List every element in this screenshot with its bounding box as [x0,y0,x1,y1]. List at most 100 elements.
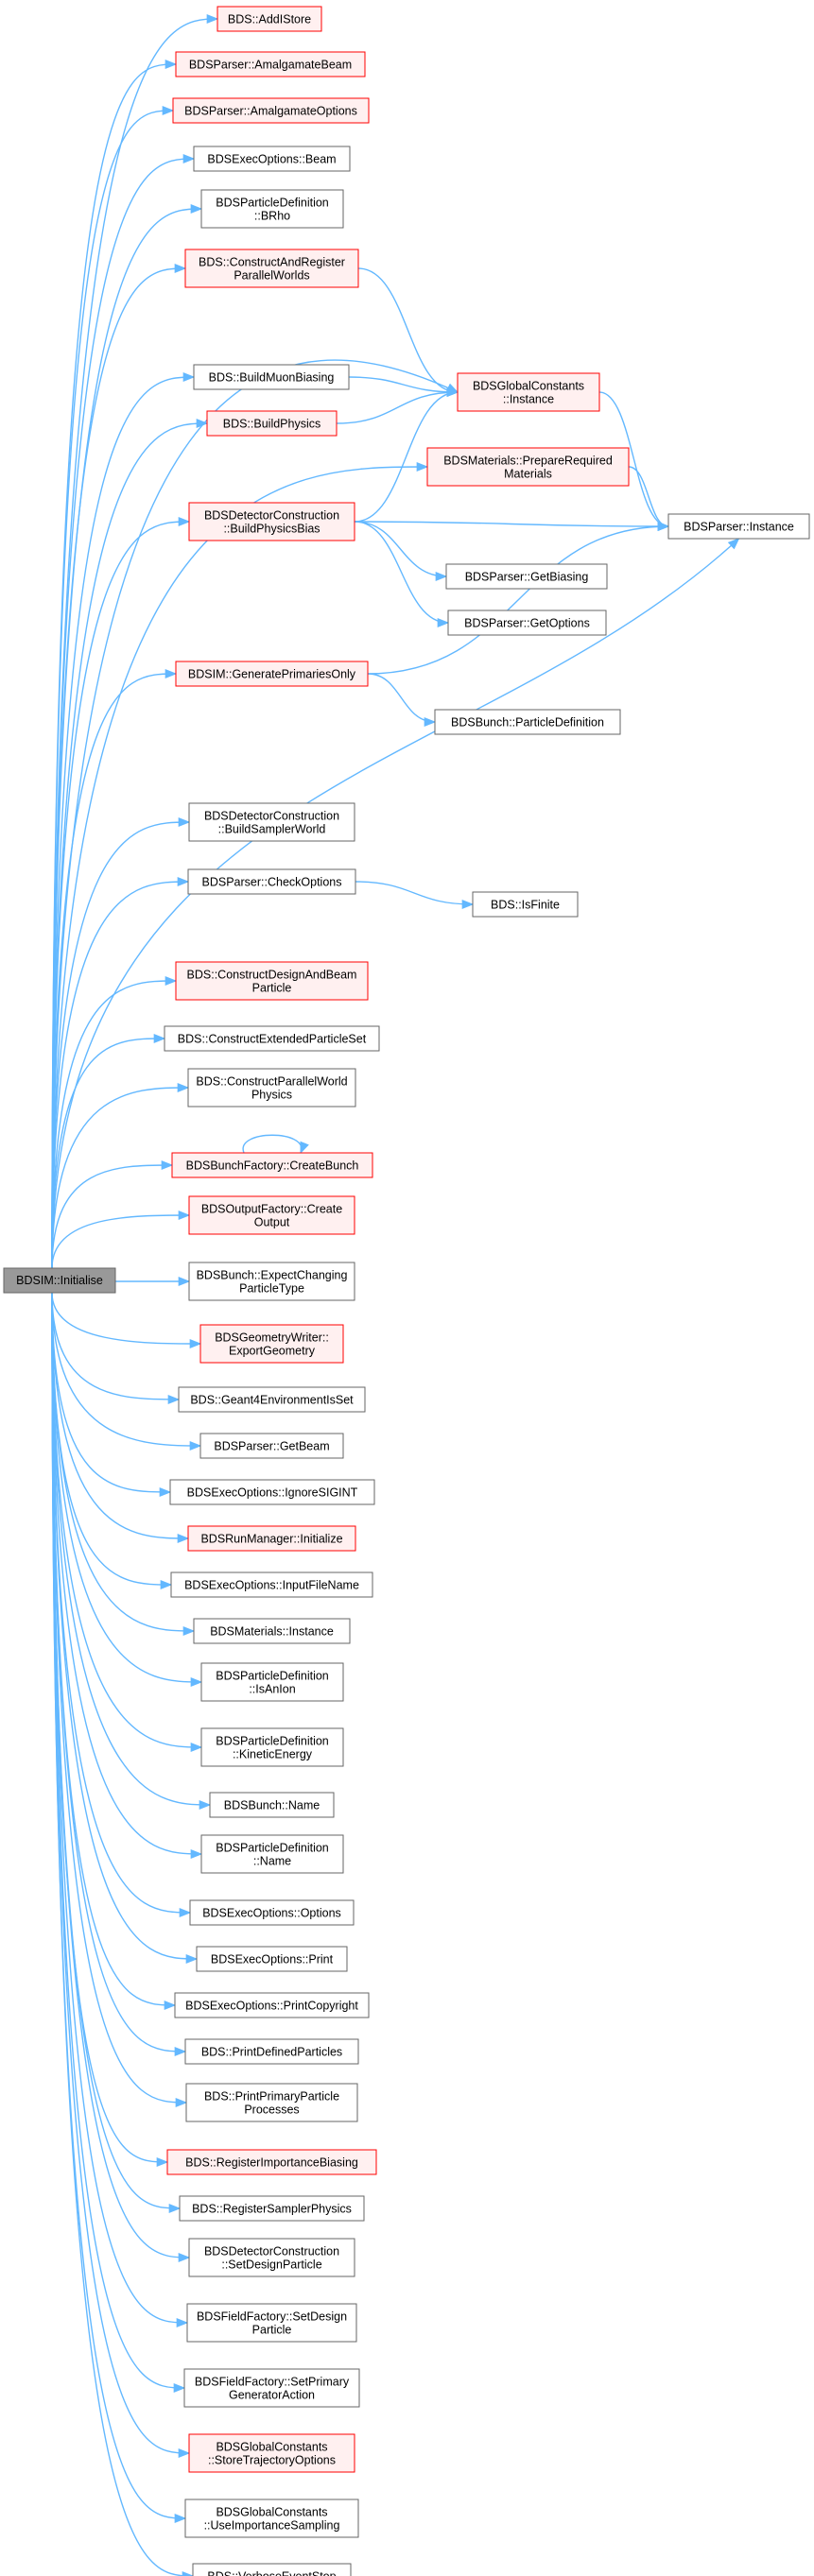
node-n30[interactable]: BDSExecOptions::Options [189,1899,355,1926]
node-n2[interactable]: BDSParser::AmalgamateBeam [175,51,366,77]
node-n5[interactable]: BDSParticleDefinition::BRho [200,189,344,229]
node-n41-label: BDSGlobalConstants [216,2506,327,2519]
node-n36-box [179,2195,365,2222]
node-n4[interactable]: BDSExecOptions::Beam [193,146,351,172]
node-g1[interactable]: BDSGlobalConstants::Instance [457,372,600,412]
edge-g1-g3 [598,391,670,531]
node-n33-label: BDS::PrintDefinedParticles [201,2046,342,2059]
node-n14[interactable]: BDS::ConstructExtendedParticleSet [164,1025,380,1052]
node-n39[interactable]: BDSFieldFactory::SetPrimaryGeneratorActi… [183,2368,360,2408]
node-n28[interactable]: BDSBunch::Name [209,1792,335,1818]
node-n10[interactable]: BDSIM::GeneratePrimariesOnly [175,661,369,687]
node-n14-box [164,1025,380,1052]
node-n35-label: BDS::RegisterImportanceBiasing [185,2156,358,2170]
node-n27[interactable]: BDSParticleDefinition::KineticEnergy [200,1727,344,1767]
node-g7[interactable]: BDS::IsFinite [472,891,579,918]
node-n13-label: BDS::ConstructDesignAndBeam [187,969,357,982]
node-n11[interactable]: BDSDetectorConstruction::BuildSamplerWor… [188,802,355,842]
node-n19[interactable]: BDSGeometryWriter::ExportGeometry [199,1324,344,1364]
edge-n10-g6 [367,673,437,728]
node-n13-label: Particle [252,982,292,995]
node-n38[interactable]: BDSFieldFactory::SetDesignParticle [186,2303,357,2343]
node-n24[interactable]: BDSExecOptions::InputFileName [170,1571,373,1598]
node-g3[interactable]: BDSParser::Instance [667,513,810,540]
edge-root-g3 [51,538,740,1269]
edges-layer [51,13,740,2576]
node-n22-box [169,1479,375,1505]
node-n31[interactable]: BDSExecOptions::Print [196,1946,348,1972]
node-g4[interactable]: BDSParser::GetBiasing [445,563,608,590]
node-n28-box [209,1792,335,1818]
node-n40[interactable]: BDSGlobalConstants::StoreTrajectoryOptio… [188,2433,355,2473]
node-g6[interactable]: BDSBunch::ParticleDefinition [434,709,621,735]
node-n1[interactable]: BDS::AddIStore [216,6,322,32]
node-n16-label: BDSBunchFactory::CreateBunch [186,1159,359,1173]
node-n38-label: BDSFieldFactory::SetDesign [197,2310,347,2324]
root-node[interactable]: BDSIM::Initialise [3,1267,116,1294]
node-g3-box [667,513,810,540]
node-n37[interactable]: BDSDetectorConstruction::SetDesignPartic… [188,2238,355,2277]
node-n16[interactable]: BDSBunchFactory::CreateBunch [171,1152,373,1178]
node-n5-box [200,189,344,229]
node-n29[interactable]: BDSParticleDefinition::Name [200,1834,344,1874]
node-g5[interactable]: BDSParser::GetOptions [447,610,607,636]
node-n12[interactable]: BDSParser::CheckOptions [187,868,356,895]
edge-root-n31 [51,1292,199,1965]
node-n17-label: BDSOutputFactory::Create [201,1203,342,1216]
node-n20[interactable]: BDS::Geant4EnvironmentIsSet [178,1386,366,1413]
node-n9-box [188,502,355,541]
node-n18-label: ParticleType [239,1282,304,1296]
node-n39-box [183,2368,360,2408]
node-n3[interactable]: BDSParser::AmalgamateOptions [172,97,370,124]
node-n21[interactable]: BDSParser::GetBeam [199,1433,344,1459]
node-n32[interactable]: BDSExecOptions::PrintCopyright [174,1992,370,2018]
edge-root-n37 [51,1292,191,2263]
node-n4-label: BDSExecOptions::Beam [207,153,336,166]
node-g4-box [445,563,608,590]
node-n35[interactable]: BDS::RegisterImportanceBiasing [166,2149,377,2175]
node-n37-label: BDSDetectorConstruction [204,2245,339,2258]
node-n27-label: ::KineticEnergy [233,1748,313,1761]
node-n8[interactable]: BDS::BuildPhysics [206,410,338,437]
edge-root-n23 [51,1292,190,1544]
node-n6-label: ParallelWorlds [234,269,309,283]
node-n36-label: BDS::RegisterSamplerPhysics [192,2203,352,2216]
node-n14-label: BDS::ConstructExtendedParticleSet [178,1033,367,1046]
node-n19-box [199,1324,344,1364]
node-n41-label: ::UseImportanceSampling [204,2519,340,2533]
node-n33[interactable]: BDS::PrintDefinedParticles [184,2038,359,2065]
node-n34-label: BDS::PrintPrimaryParticle [204,2090,339,2104]
node-n9[interactable]: BDSDetectorConstruction::BuildPhysicsBia… [188,502,355,541]
node-n8-box [206,410,338,437]
node-n29-box [200,1834,344,1874]
node-n25[interactable]: BDSMaterials::Instance [193,1618,351,1644]
node-g6-label: BDSBunch::ParticleDefinition [451,716,604,730]
node-g2-box [426,447,630,487]
node-n7[interactable]: BDS::BuildMuonBiasing [193,364,350,390]
node-n11-box [188,802,355,842]
edge-root-g1 [51,359,459,1269]
edge-root-n15 [51,1082,190,1269]
node-n8-label: BDS::BuildPhysics [223,418,321,431]
edge-root-n6 [51,263,187,1269]
node-n25-box [193,1618,351,1644]
node-n2-label: BDSParser::AmalgamateBeam [189,59,352,72]
node-n1-label: BDS::AddIStore [228,13,311,26]
node-n41[interactable]: BDSGlobalConstants::UseImportanceSamplin… [184,2499,359,2538]
node-n42[interactable]: BDS::VerboseEventStop [192,2563,352,2576]
node-n22[interactable]: BDSExecOptions::IgnoreSIGINT [169,1479,375,1505]
node-n24-box [170,1571,373,1598]
node-n36[interactable]: BDS::RegisterSamplerPhysics [179,2195,365,2222]
node-n23[interactable]: BDSRunManager::Initialize [187,1525,356,1552]
node-n42-label: BDS::VerboseEventStop [207,2570,336,2576]
node-n2-box [175,51,366,77]
node-n31-label: BDSExecOptions::Print [211,1953,334,1966]
node-n26[interactable]: BDSParticleDefinition::IsAnIon [200,1662,344,1702]
